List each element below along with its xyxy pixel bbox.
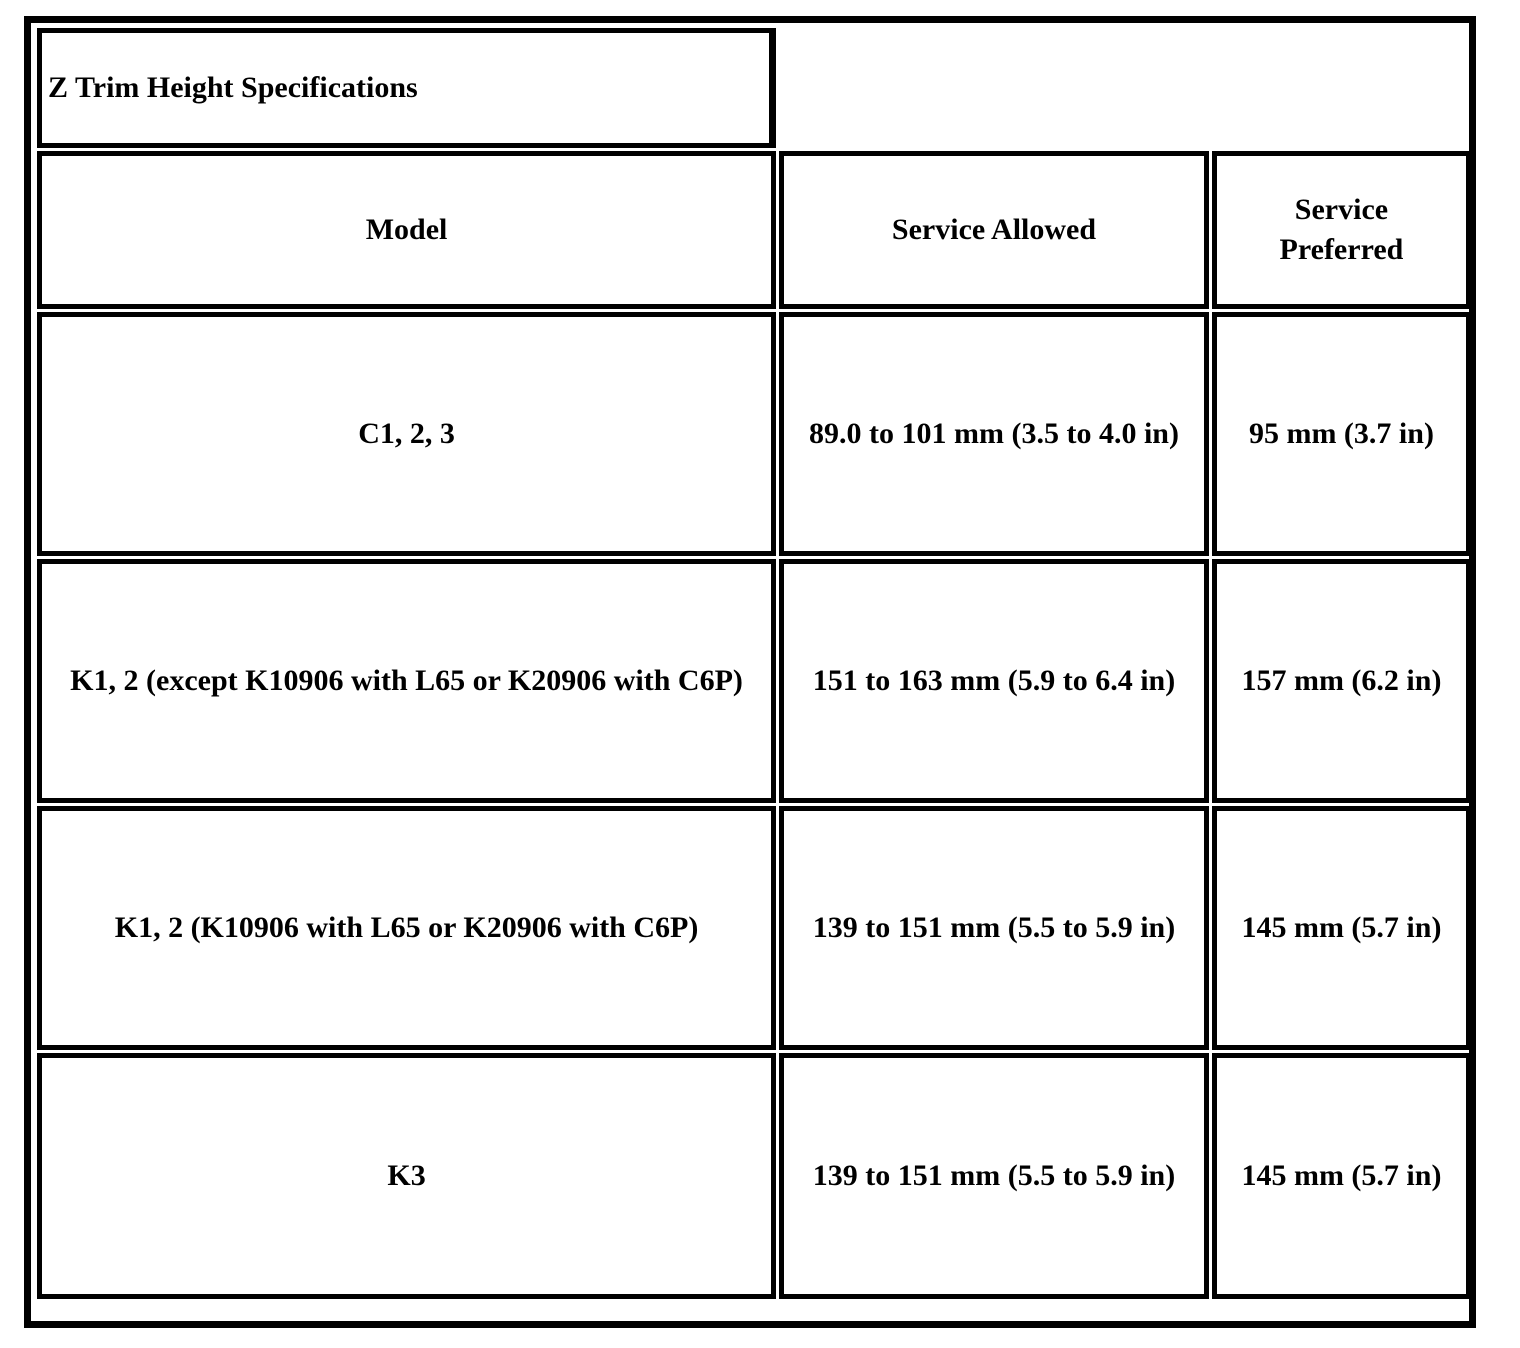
z-trim-height-specifications-table: Z Trim Height Specifications Model Servi…	[34, 25, 1474, 1302]
cell-model: K1, 2 (except K10906 with L65 or K20906 …	[37, 559, 777, 803]
cell-model: K1, 2 (K10906 with L65 or K20906 with C6…	[37, 806, 777, 1050]
cell-service-preferred: 95 mm (3.7 in)	[1211, 312, 1471, 556]
table-title: Z Trim Height Specifications	[37, 28, 777, 148]
column-header-service-preferred: Service Preferred	[1211, 151, 1471, 309]
spec-table-outer-frame: Z Trim Height Specifications Model Servi…	[24, 16, 1476, 1328]
cell-service-allowed: 139 to 151 mm (5.5 to 5.9 in)	[779, 806, 1209, 1050]
table-row: K1, 2 (K10906 with L65 or K20906 with C6…	[37, 806, 1471, 1050]
cell-service-allowed: 89.0 to 101 mm (3.5 to 4.0 in)	[779, 312, 1209, 556]
cell-service-preferred: 145 mm (5.7 in)	[1211, 1053, 1471, 1299]
table-row: K1, 2 (except K10906 with L65 or K20906 …	[37, 559, 1471, 803]
table-row: K3 139 to 151 mm (5.5 to 5.9 in) 145 mm …	[37, 1053, 1471, 1299]
cell-service-allowed: 151 to 163 mm (5.9 to 6.4 in)	[779, 559, 1209, 803]
table-header-row: Model Service Allowed Service Preferred	[37, 151, 1471, 309]
cell-service-preferred: 157 mm (6.2 in)	[1211, 559, 1471, 803]
cell-service-allowed: 139 to 151 mm (5.5 to 5.9 in)	[779, 1053, 1209, 1299]
cell-model: K3	[37, 1053, 777, 1299]
cell-model: C1, 2, 3	[37, 312, 777, 556]
column-header-service-allowed: Service Allowed	[779, 151, 1209, 309]
column-header-service-preferred-line2: Preferred	[1279, 233, 1404, 266]
column-header-model: Model	[37, 151, 777, 309]
table-title-row: Z Trim Height Specifications	[37, 28, 1471, 148]
table-row: C1, 2, 3 89.0 to 101 mm (3.5 to 4.0 in) …	[37, 312, 1471, 556]
column-header-service-preferred-line1: Service	[1294, 193, 1389, 227]
cell-service-preferred: 145 mm (5.7 in)	[1211, 806, 1471, 1050]
